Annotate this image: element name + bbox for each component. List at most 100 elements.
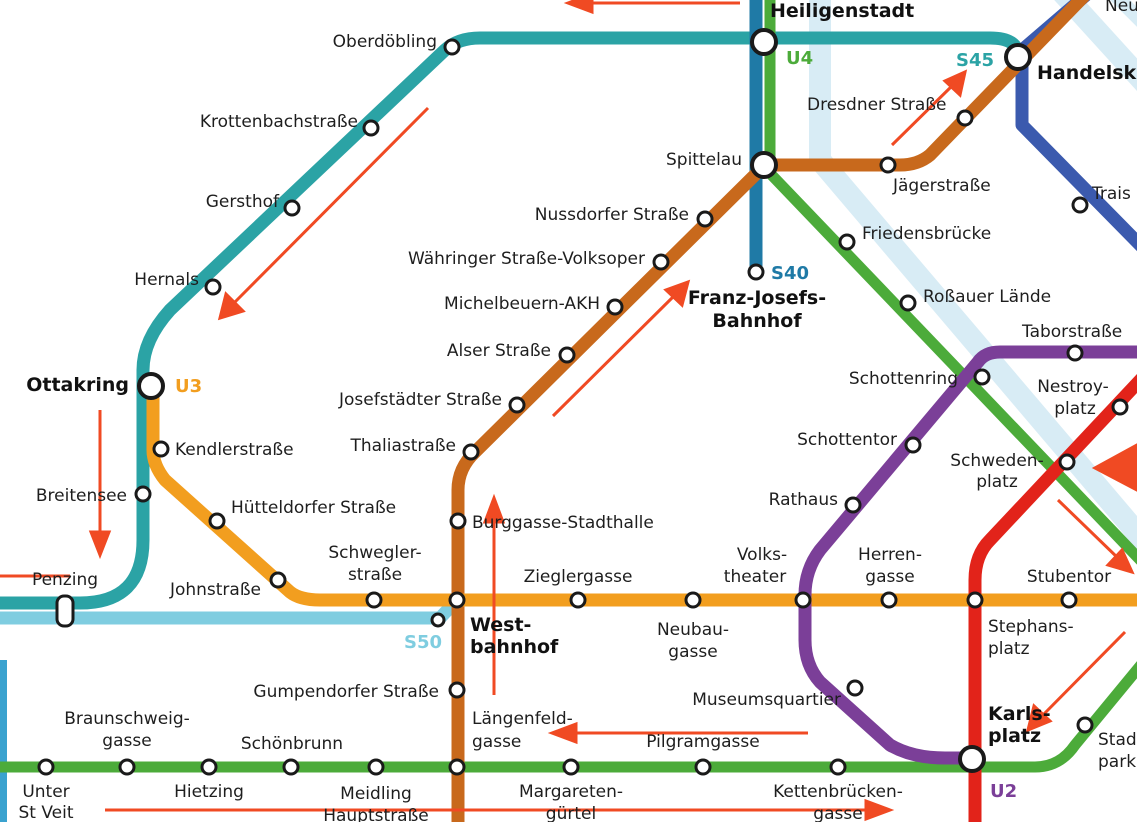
station-traisen[interactable]	[1071, 196, 1089, 214]
label-volkstheater-1: Volks-	[737, 545, 787, 565]
station-breitensee[interactable]	[134, 485, 152, 503]
station-rossauer[interactable]	[899, 294, 917, 312]
station-heiligenstadt[interactable]	[750, 28, 778, 56]
label-schottentor: Schottentor	[797, 430, 897, 450]
station-westbahnhof-s50[interactable]	[430, 612, 446, 628]
label-spittelau: Spittelau	[666, 150, 742, 170]
label-volkstheater-2: theater	[724, 567, 786, 587]
station-johnstrasse[interactable]	[269, 571, 287, 589]
label-hietzing: Hietzing	[174, 782, 244, 802]
station-penzing[interactable]	[55, 594, 75, 628]
label-taborstrasse: Taborstraße	[1021, 322, 1122, 342]
station-margaretenguertel[interactable]	[562, 758, 580, 776]
station-thaliastrasse[interactable]	[462, 443, 480, 461]
station-gersthof[interactable]	[283, 199, 301, 217]
station-braunschweiggasse[interactable]	[118, 758, 136, 776]
station-friedensbruecke[interactable]	[838, 233, 856, 251]
arrow-pilgramgasse-head	[547, 721, 578, 745]
label-traisen: Trais	[1091, 184, 1131, 204]
arrow-west-head	[482, 493, 506, 524]
arrow-dresdner-head	[942, 69, 968, 98]
label-herrengasse-1: Herren-	[858, 545, 922, 565]
line-label-s40: S40	[771, 263, 809, 284]
label-nestroyplatz-2: platz	[1054, 399, 1096, 419]
station-dresdner[interactable]	[956, 109, 974, 127]
label-rathaus: Rathaus	[769, 490, 838, 510]
station-gumpendorfer[interactable]	[448, 681, 466, 699]
arrow-stubentor	[1056, 498, 1122, 562]
station-ottakring[interactable]	[137, 372, 165, 400]
station-stephansplatz[interactable]	[966, 591, 984, 609]
label-braunschweiggasse-2: gasse	[102, 731, 151, 751]
station-krottenbachstrasse[interactable]	[362, 119, 380, 137]
station-rathaus[interactable]	[844, 496, 862, 514]
label-herrengasse-2: gasse	[865, 567, 914, 587]
station-unter-st-veit[interactable]	[37, 758, 55, 776]
station-waehringer[interactable]	[652, 253, 670, 271]
line-s45	[0, 31, 1025, 610]
station-schweglerstrasse[interactable]	[365, 591, 383, 609]
station-stadtpark[interactable]	[1076, 716, 1094, 734]
station-nestroyplatz[interactable]	[1111, 398, 1129, 416]
station-michelbeuern[interactable]	[606, 298, 624, 316]
station-hernals[interactable]	[204, 278, 222, 296]
station-schoenbrunn[interactable]	[282, 758, 300, 776]
station-taborstrasse[interactable]	[1066, 344, 1084, 362]
station-neubaugasse[interactable]	[684, 591, 702, 609]
label-stadtpark-2: park	[1098, 752, 1136, 772]
station-handelskai[interactable]	[1004, 43, 1032, 71]
station-karlsplatz[interactable]	[958, 745, 986, 773]
label-stephansplatz-1: Stephans-	[988, 617, 1074, 637]
station-huetteldorfer[interactable]	[208, 512, 226, 530]
station-museumsquartier[interactable]	[846, 679, 864, 697]
station-jaegerstrasse[interactable]	[879, 156, 897, 174]
label-meidling-2: Hauptstraße	[323, 806, 429, 822]
station-schottentor[interactable]	[904, 436, 922, 454]
station-burggasse[interactable]	[449, 512, 467, 530]
station-kendlerstrasse[interactable]	[152, 440, 170, 458]
label-hernals: Hernals	[134, 270, 199, 290]
station-nussdorfer[interactable]	[696, 210, 714, 228]
station-herrengasse[interactable]	[880, 591, 898, 609]
label-schweglerstrasse-2: straße	[348, 565, 402, 585]
station-westbahnhof[interactable]	[448, 591, 466, 609]
station-schottenring[interactable]	[973, 368, 991, 386]
station-meidling[interactable]	[367, 758, 385, 776]
station-zieglergasse[interactable]	[569, 591, 587, 609]
line-labels: U4 U3 S45 S40 S50 U2	[175, 48, 1017, 802]
arrow-u6-north	[551, 292, 678, 418]
label-kendlerstrasse: Kendlerstraße	[175, 440, 294, 460]
station-hietzing[interactable]	[200, 758, 218, 776]
line-u4	[761, 164, 1137, 565]
label-neu: Neu	[1105, 0, 1137, 16]
label-gersthof: Gersthof	[206, 192, 280, 212]
station-volkstheater[interactable]	[794, 591, 812, 609]
station-oberdoebling[interactable]	[443, 38, 461, 56]
label-museumsquartier: Museumsquartier	[692, 690, 841, 710]
station-stubentor[interactable]	[1060, 591, 1078, 609]
station-pilgramgasse[interactable]	[694, 758, 712, 776]
arrow-dresdner	[890, 81, 957, 147]
station-josefstaedter[interactable]	[508, 396, 526, 414]
label-neubaugasse-1: Neubau-	[657, 620, 729, 640]
station-franz-josefs[interactable]	[747, 263, 765, 281]
label-zieglergasse: Zieglergasse	[524, 567, 633, 587]
label-michelbeuern: Michelbeuern-AKH	[444, 294, 600, 314]
line-u2	[798, 345, 1137, 765]
station-spittelau[interactable]	[750, 151, 778, 179]
station-schwedenplatz[interactable]	[1058, 453, 1076, 471]
label-gumpendorfer: Gumpendorfer Straße	[253, 682, 439, 702]
station-alser[interactable]	[558, 346, 576, 364]
station-kettenbrueckengasse[interactable]	[829, 758, 847, 776]
line-label-u2: U2	[990, 781, 1017, 802]
station-laengenfeldgasse[interactable]	[448, 758, 466, 776]
label-nussdorfer: Nussdorfer Straße	[535, 205, 689, 225]
label-franz-josefs-1: Franz-Josefs-	[688, 287, 826, 309]
label-laengenfeldgasse-2: gasse	[472, 732, 521, 752]
label-franz-josefs-2: Bahnhof	[712, 310, 802, 332]
label-oberdoebling: Oberdöbling	[333, 32, 437, 52]
label-josefstaedter: Josefstädter Straße	[338, 390, 502, 410]
arrow-u6-north-head	[663, 279, 691, 308]
line-label-s50: S50	[404, 632, 442, 653]
